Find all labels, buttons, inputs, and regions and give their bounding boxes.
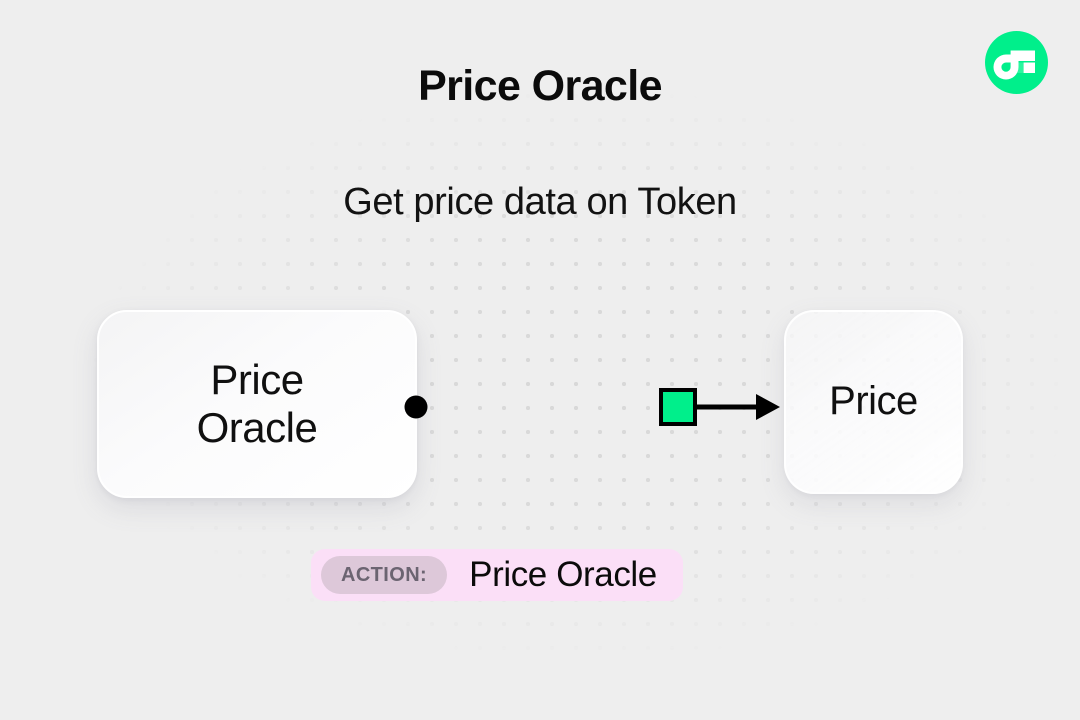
square-marker-icon[interactable] [659, 388, 697, 426]
target-node-label: Price [829, 379, 918, 424]
flow-logo-icon [985, 31, 1048, 94]
flow-logo-glyph [993, 50, 1035, 80]
source-node-label: Price Oracle [197, 356, 318, 452]
source-node-label-line-1: Price [210, 356, 304, 404]
page-subtitle: Get price data on Token [343, 181, 737, 223]
circle-handle-icon[interactable] [404, 395, 428, 419]
arrow-head-icon [756, 394, 780, 420]
source-node-price-oracle[interactable]: Price Oracle [97, 310, 417, 498]
edge-connector[interactable] [395, 378, 795, 436]
action-badge: ACTION: Price Oracle [311, 549, 683, 601]
page-title: Price Oracle [418, 62, 662, 110]
action-value: Price Oracle [469, 555, 657, 594]
target-node-price[interactable]: Price [784, 310, 963, 494]
source-node-label-line-2: Oracle [196, 404, 318, 451]
action-label-pill: ACTION: [321, 556, 448, 594]
